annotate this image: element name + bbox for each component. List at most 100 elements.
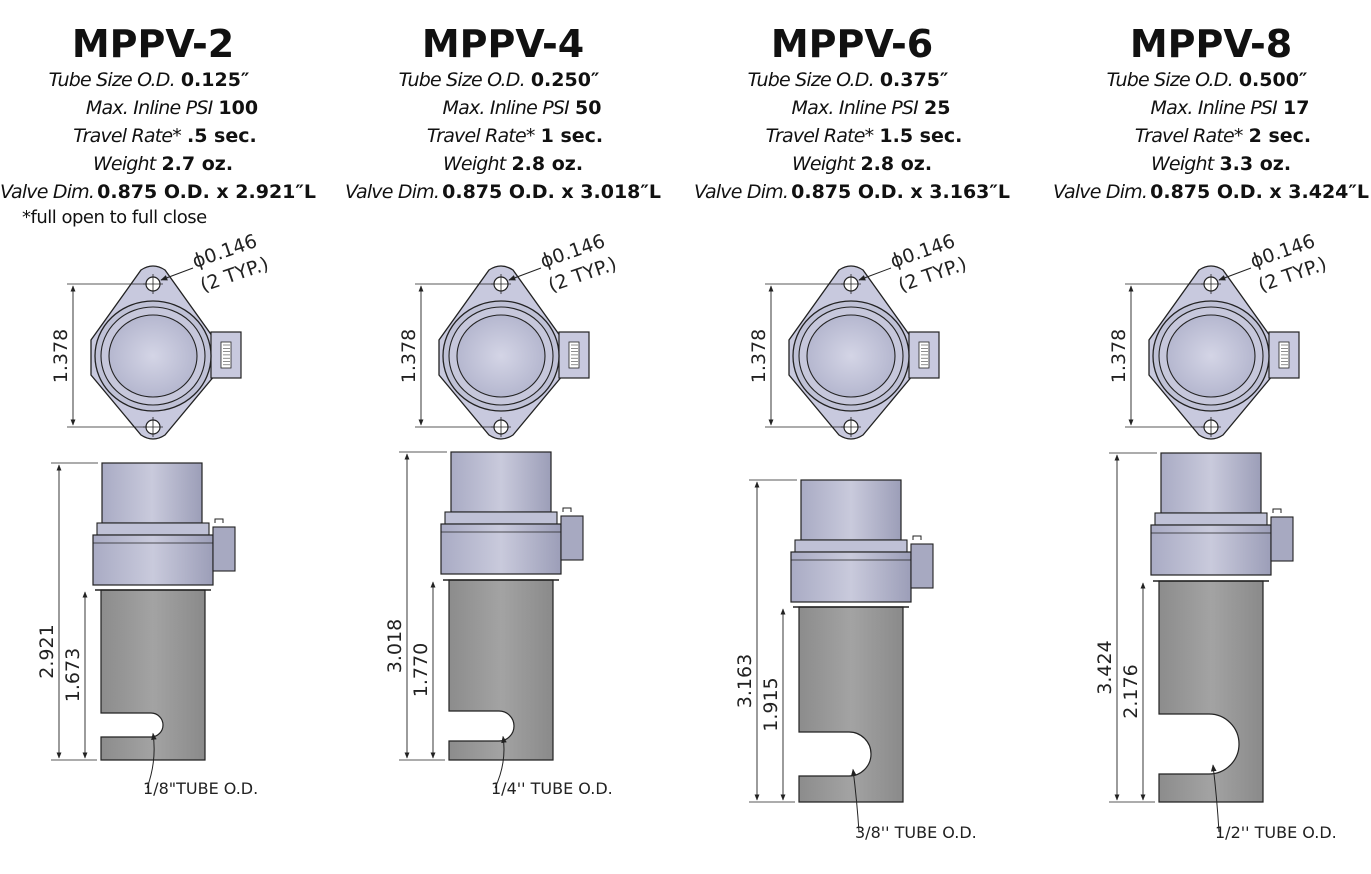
height-dimension: 1.378 (748, 329, 770, 383)
side-connector (212, 526, 236, 572)
spec-value: .5 sec. (187, 125, 257, 147)
spec-value: 0.875 O.D. x 3.018″L (442, 181, 661, 203)
model-title: MPPV-4 (421, 22, 585, 66)
spec-value: 2.7 oz. (161, 153, 234, 175)
overall-length-dimension: 3.018 (384, 619, 406, 673)
spec-value: 100 (218, 97, 259, 119)
spec-value: 0.125″ (180, 69, 250, 91)
spec-label: Valve Dim. (0, 181, 95, 203)
spec-row: Travel Rate*.5 sec. (24, 125, 306, 147)
height-dimension: 1.378 (1108, 329, 1130, 383)
spec-value: 2.8 oz. (860, 153, 933, 175)
model-title: MPPV-2 (71, 22, 235, 66)
spec-label: Valve Dim. (345, 181, 440, 203)
spec-label: Weight (442, 153, 506, 175)
tube-body (798, 606, 904, 803)
model-title: MPPV-6 (770, 22, 934, 66)
spec-value: 3.3 oz. (1219, 153, 1292, 175)
tube-size-callout: 3/8'' TUBE O.D. (855, 823, 977, 842)
spec-value: 50 (575, 97, 602, 119)
spec-value: 1.5 sec. (879, 125, 963, 147)
spec-row: Travel Rate*2 sec. (1076, 125, 1370, 147)
spec-row: Tube Size O.D.0.250″ (336, 69, 662, 91)
tube-size-callout: 1/4'' TUBE O.D. (491, 779, 613, 798)
spec-value: 0.250″ (530, 69, 600, 91)
spec-label: Valve Dim. (1053, 181, 1148, 203)
overall-length-dimension: 3.424 (1094, 640, 1116, 694)
spec-row: Valve Dim.0.875 O.D. x 3.163″L (693, 181, 1011, 203)
spec-label: Max. Inline PSI (85, 97, 213, 119)
valve-disc (108, 314, 198, 398)
spec-row: Tube Size O.D.0.125″ (0, 69, 306, 91)
spec-row: Tube Size O.D.0.375″ (685, 69, 1011, 91)
spec-value: 0.875 O.D. x 3.163″L (791, 181, 1010, 203)
slot-dimension: 1.915 (760, 677, 782, 731)
spec-row: Travel Rate*1.5 sec. (717, 125, 1011, 147)
slot-dimension: 2.176 (1120, 664, 1142, 718)
spec-value: 0.875 O.D. x 2.921″L (97, 181, 316, 203)
spec-value: 17 (1283, 97, 1310, 119)
spec-row: Valve Dim.0.875 O.D. x 3.424″L (1052, 181, 1370, 203)
spec-value: 25 (924, 97, 951, 119)
side-connector (1270, 516, 1294, 562)
side-connector (910, 543, 934, 589)
spec-label: Max. Inline PSI (442, 97, 570, 119)
spec-label: Weight (1150, 153, 1214, 175)
spec-label: Travel Rate* (426, 125, 536, 147)
travel-rate-footnote: *full open to full close (22, 207, 207, 228)
spec-label: Travel Rate* (1134, 125, 1244, 147)
tube-body (100, 589, 206, 761)
overall-length-dimension: 3.163 (734, 654, 756, 708)
valve-disc (806, 314, 896, 398)
model-title: MPPV-8 (1129, 22, 1293, 66)
spec-label: Tube Size O.D. (48, 69, 176, 91)
spec-label: Weight (92, 153, 156, 175)
slot-dimension: 1.770 (410, 643, 432, 697)
valve-cap (800, 479, 902, 541)
slot-dimension: 1.673 (62, 648, 84, 702)
tube-size-callout: 1/2'' TUBE O.D. (1215, 823, 1337, 842)
connector-tab (210, 331, 242, 379)
spec-row: Valve Dim.0.875 O.D. x 3.018″L (344, 181, 662, 203)
spec-label: Max. Inline PSI (1150, 97, 1278, 119)
spec-label: Tube Size O.D. (747, 69, 875, 91)
spec-label: Tube Size O.D. (1106, 69, 1234, 91)
spec-row: Valve Dim.0.875 O.D. x 2.921″L (0, 181, 316, 203)
valve-disc (456, 314, 546, 398)
spec-value: 2.8 oz. (511, 153, 584, 175)
height-dimension: 1.378 (398, 329, 420, 383)
side-connector (560, 515, 584, 561)
spec-row: Tube Size O.D.0.500″ (1044, 69, 1370, 91)
spec-label: Travel Rate* (765, 125, 875, 147)
spec-label: Max. Inline PSI (791, 97, 919, 119)
spec-value: 1 sec. (540, 125, 604, 147)
valve-cap (450, 451, 552, 513)
spec-row: Travel Rate*1 sec. (368, 125, 662, 147)
spec-value: 0.500″ (1238, 69, 1308, 91)
spec-label: Travel Rate* (73, 125, 182, 147)
tube-size-callout: 1/8"TUBE O.D. (143, 779, 258, 798)
height-dimension: 1.378 (50, 329, 72, 383)
spec-value: 0.875 O.D. x 3.424″L (1150, 181, 1369, 203)
spec-value: 0.375″ (879, 69, 949, 91)
spec-label: Tube Size O.D. (398, 69, 526, 91)
tube-body (448, 579, 554, 761)
valve-cap (1160, 452, 1262, 514)
